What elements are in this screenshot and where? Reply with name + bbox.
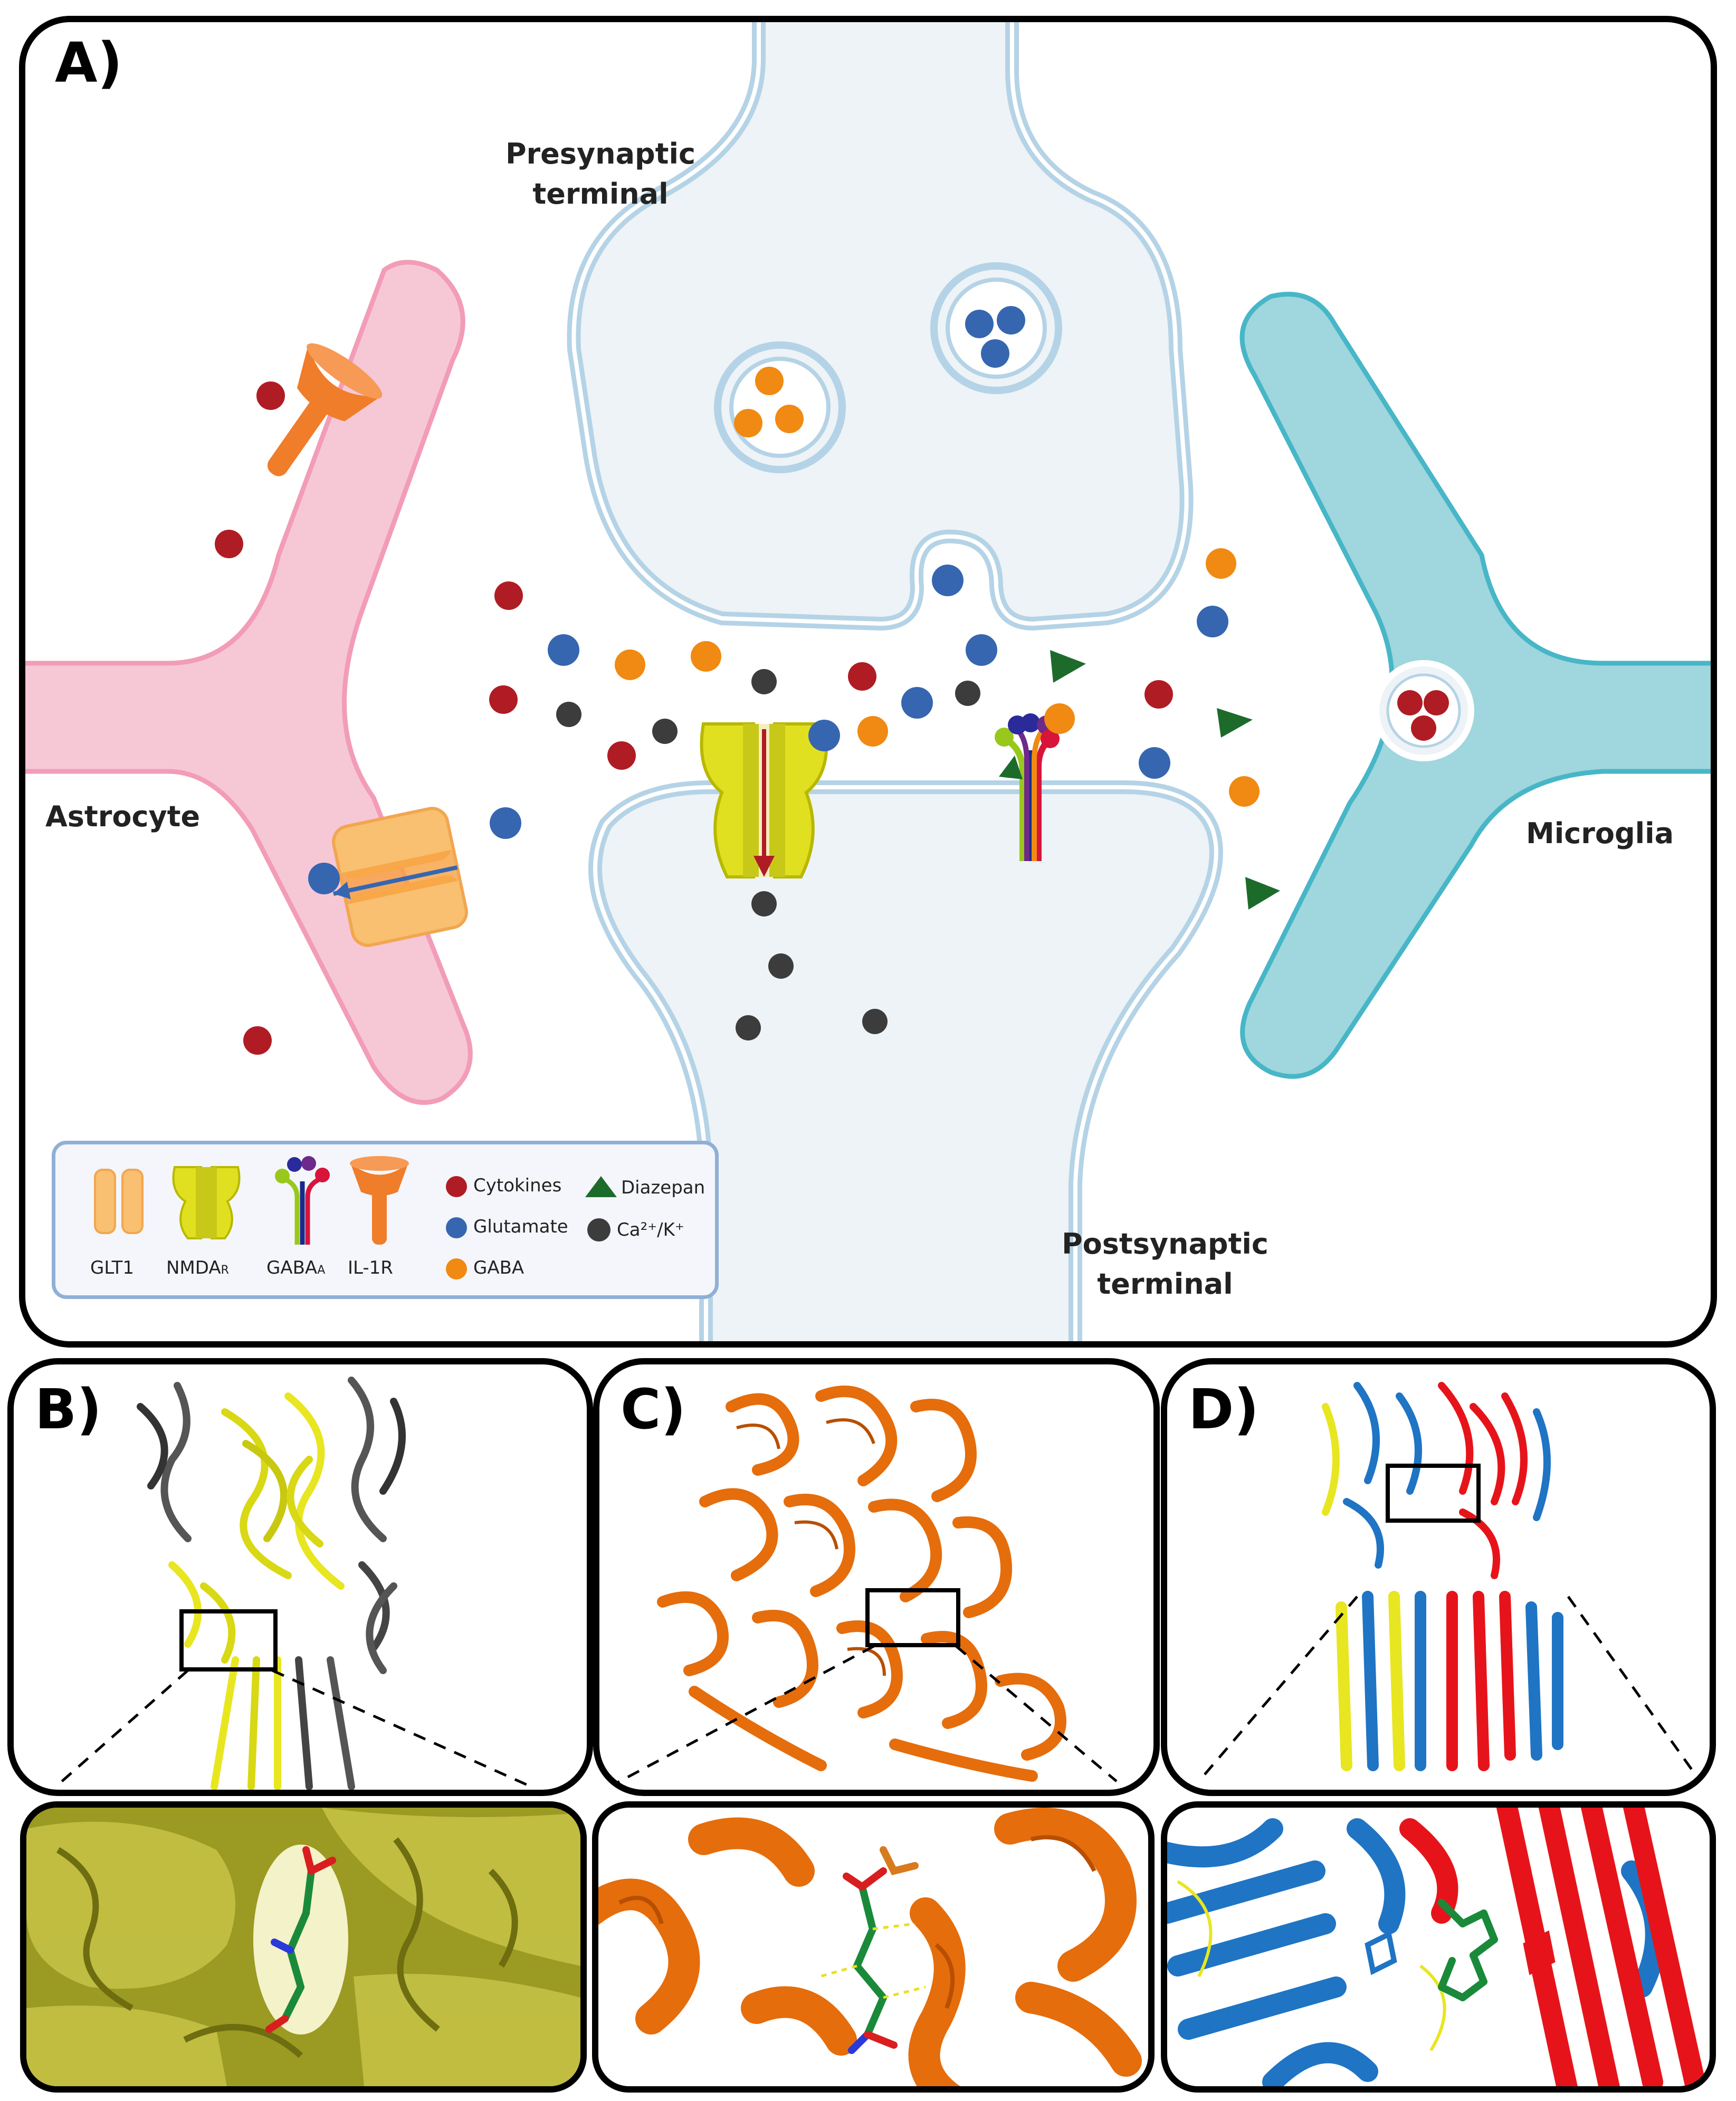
legend-cytokines-label: Cytokines — [473, 1175, 562, 1196]
panel-a-label: A) — [55, 31, 123, 95]
legend-nmda-label: NMDAR — [166, 1257, 229, 1278]
legend: GLT1 NMDAR GABAA IL-1R Cytokines Glutama… — [52, 1141, 719, 1299]
ions — [556, 669, 980, 1040]
binding-site-box — [865, 1588, 960, 1647]
panel-d-label: D) — [1188, 1377, 1259, 1441]
panel-b: B) — [7, 1358, 593, 1796]
gaba-ligand — [615, 548, 1260, 807]
cytokines — [215, 381, 1173, 1055]
glt1-transporter — [332, 807, 468, 947]
legend-diazepan-icon — [585, 1176, 617, 1197]
binding-site-box — [179, 1609, 278, 1672]
glt1-structure — [609, 1386, 1118, 1788]
il1r-receptor — [267, 343, 383, 476]
panel-c: C) — [593, 1358, 1160, 1796]
panel-a: A) Presynaptic terminal Postsynaptic ter… — [19, 16, 1717, 1348]
synapse-diagram — [25, 22, 1711, 1341]
presynaptic-terminal — [567, 22, 1194, 631]
zoom-d — [1161, 1801, 1716, 2093]
legend-diazepan-label: Diazepan — [621, 1177, 705, 1198]
glt1-binding-site — [598, 1808, 1142, 2086]
legend-glutamate-label: Glutamate — [473, 1216, 568, 1237]
legend-nmda-icon — [172, 1166, 241, 1239]
binding-site-box — [1386, 1464, 1481, 1523]
panel-b-label: B) — [35, 1377, 102, 1441]
legend-glt1-label: GLT1 — [90, 1257, 135, 1278]
legend-gaba-dot — [446, 1258, 467, 1279]
nmda-structure — [55, 1377, 532, 1790]
legend-ion-dot — [587, 1218, 611, 1242]
panel-c-label: C) — [621, 1377, 686, 1441]
presynaptic-label: Presynaptic terminal — [505, 137, 696, 211]
nmda-receptor — [700, 722, 828, 878]
glutamate-vesicle — [930, 262, 1062, 394]
legend-ions-label: Ca²⁺/K⁺ — [617, 1219, 684, 1240]
legend-gaba-a-icon — [275, 1156, 330, 1245]
postsynaptic-label: Postsynaptic terminal — [1062, 1227, 1268, 1301]
legend-il1r-label: IL-1R — [348, 1257, 393, 1278]
legend-cytokine-dot — [446, 1176, 467, 1197]
zoom-b — [20, 1801, 587, 2093]
nmda-binding-site — [26, 1808, 580, 2086]
microglia-cell — [1239, 292, 1711, 1079]
gaba-a-structure — [1198, 1382, 1702, 1782]
legend-gaba-label: GABA — [473, 1257, 524, 1278]
diazepan — [1050, 650, 1280, 910]
legend-glutamate-dot — [446, 1217, 467, 1238]
panel-d: D) — [1161, 1358, 1716, 1796]
gaba-a-binding-site — [1167, 1808, 1705, 2086]
legend-glt1-icon — [94, 1169, 144, 1234]
microglia-label: Microglia — [1526, 817, 1674, 850]
gaba-vesicle — [714, 341, 846, 473]
astrocyte-cell — [25, 260, 473, 1105]
legend-icons — [94, 1156, 617, 1279]
cytokine-vesicle — [1373, 660, 1474, 761]
astrocyte-label: Astrocyte — [45, 800, 201, 833]
legend-il1r-icon — [350, 1156, 409, 1245]
glutamate — [308, 565, 1228, 894]
zoom-c — [592, 1801, 1155, 2093]
legend-gaba-a-label: GABAA — [266, 1257, 326, 1278]
